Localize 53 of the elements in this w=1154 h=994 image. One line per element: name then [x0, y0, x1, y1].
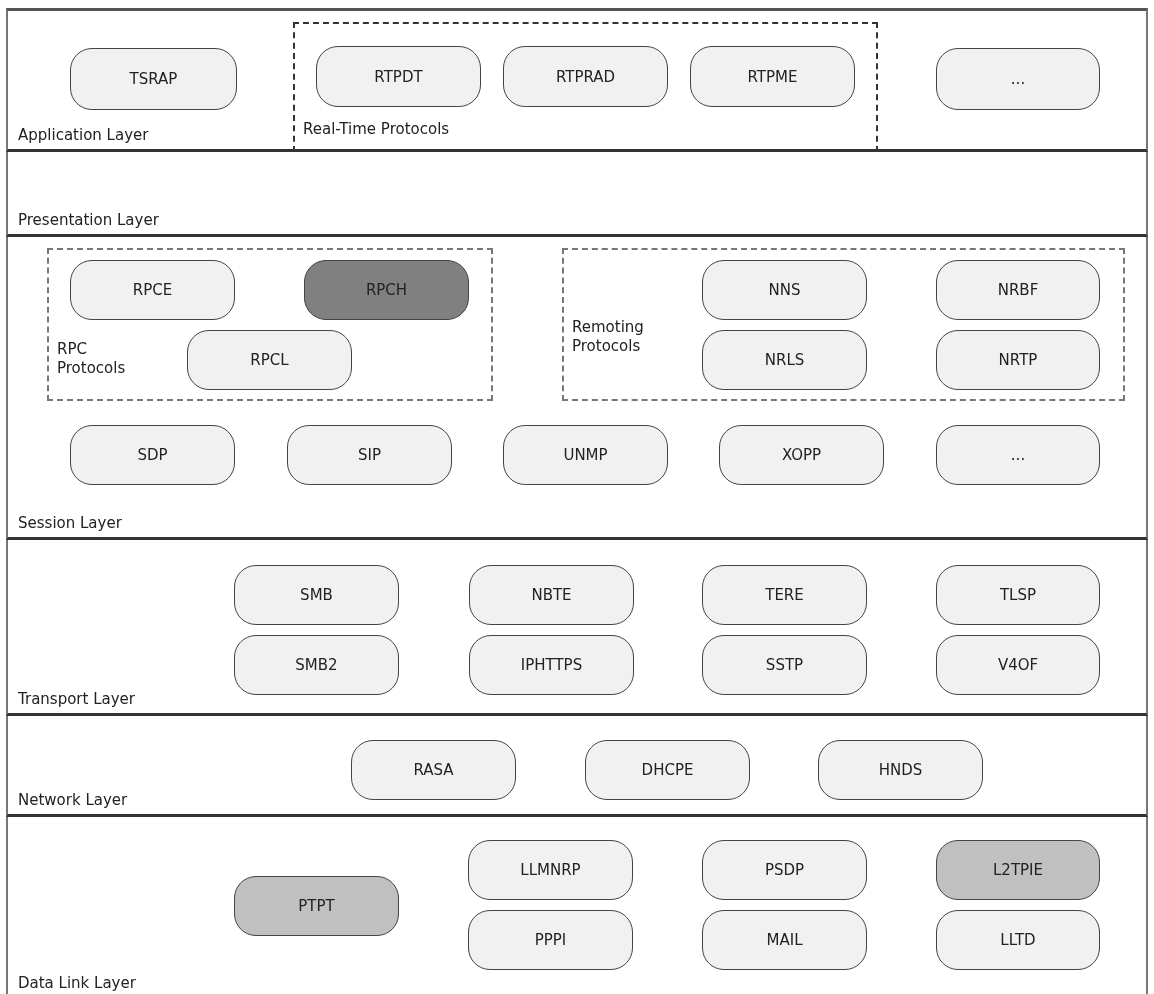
layer-band	[6, 152, 1148, 237]
group-label: RPC Protocols	[57, 340, 127, 378]
protocol-group	[47, 248, 493, 401]
protocol-pill: LLTD	[936, 910, 1100, 970]
protocol-pill: ...	[936, 425, 1100, 485]
protocol-pill: IPHTTPS	[469, 635, 634, 695]
protocol-pill: PSDP	[702, 840, 867, 900]
protocol-pill: RASA	[351, 740, 516, 800]
protocol-pill: PPPI	[468, 910, 633, 970]
group-label: Remoting Protocols	[572, 318, 645, 356]
layer-band	[6, 540, 1148, 716]
protocol-pill: XOPP	[719, 425, 884, 485]
layer-label: Application Layer	[18, 126, 149, 145]
layer-label: Transport Layer	[18, 690, 135, 709]
protocol-pill: DHCPE	[585, 740, 750, 800]
protocol-pill: RTPRAD	[503, 46, 668, 107]
protocol-pill: L2TPIE	[936, 840, 1100, 900]
layer-band	[6, 237, 1148, 540]
protocol-pill: SDP	[70, 425, 235, 485]
protocol-pill: NRBF	[936, 260, 1100, 320]
protocol-pill: LLMNRP	[468, 840, 633, 900]
protocol-group	[562, 248, 1125, 401]
layer-label: Presentation Layer	[18, 211, 159, 230]
protocol-pill: SSTP	[702, 635, 867, 695]
protocol-pill: NRTP	[936, 330, 1100, 390]
group-label: Real-Time Protocols	[303, 120, 451, 139]
layer-label: Network Layer	[18, 791, 128, 810]
protocol-pill: RPCE	[70, 260, 235, 320]
protocol-pill: NRLS	[702, 330, 867, 390]
protocol-pill: V4OF	[936, 635, 1100, 695]
protocol-group	[293, 22, 878, 152]
protocol-pill: TLSP	[936, 565, 1100, 625]
layer-band	[6, 817, 1148, 994]
protocol-pill: SMB2	[234, 635, 399, 695]
protocol-pill: SIP	[287, 425, 452, 485]
layer-band	[6, 8, 1148, 152]
layer-label: Data Link Layer	[18, 974, 136, 993]
protocol-pill: TSRAP	[70, 48, 237, 110]
layer-band	[6, 716, 1148, 817]
protocol-pill: ...	[936, 48, 1100, 110]
protocol-pill: PTPT	[234, 876, 399, 936]
protocol-pill: NNS	[702, 260, 867, 320]
protocol-pill: UNMP	[503, 425, 668, 485]
protocol-pill: RPCH	[304, 260, 469, 320]
protocol-pill: RTPDT	[316, 46, 481, 107]
protocol-pill: TERE	[702, 565, 867, 625]
protocol-pill: RPCL	[187, 330, 352, 390]
protocol-pill: SMB	[234, 565, 399, 625]
layer-label: Session Layer	[18, 514, 122, 533]
protocol-pill: NBTE	[469, 565, 634, 625]
protocol-pill: HNDS	[818, 740, 983, 800]
protocol-pill: RTPME	[690, 46, 855, 107]
protocol-pill: MAIL	[702, 910, 867, 970]
